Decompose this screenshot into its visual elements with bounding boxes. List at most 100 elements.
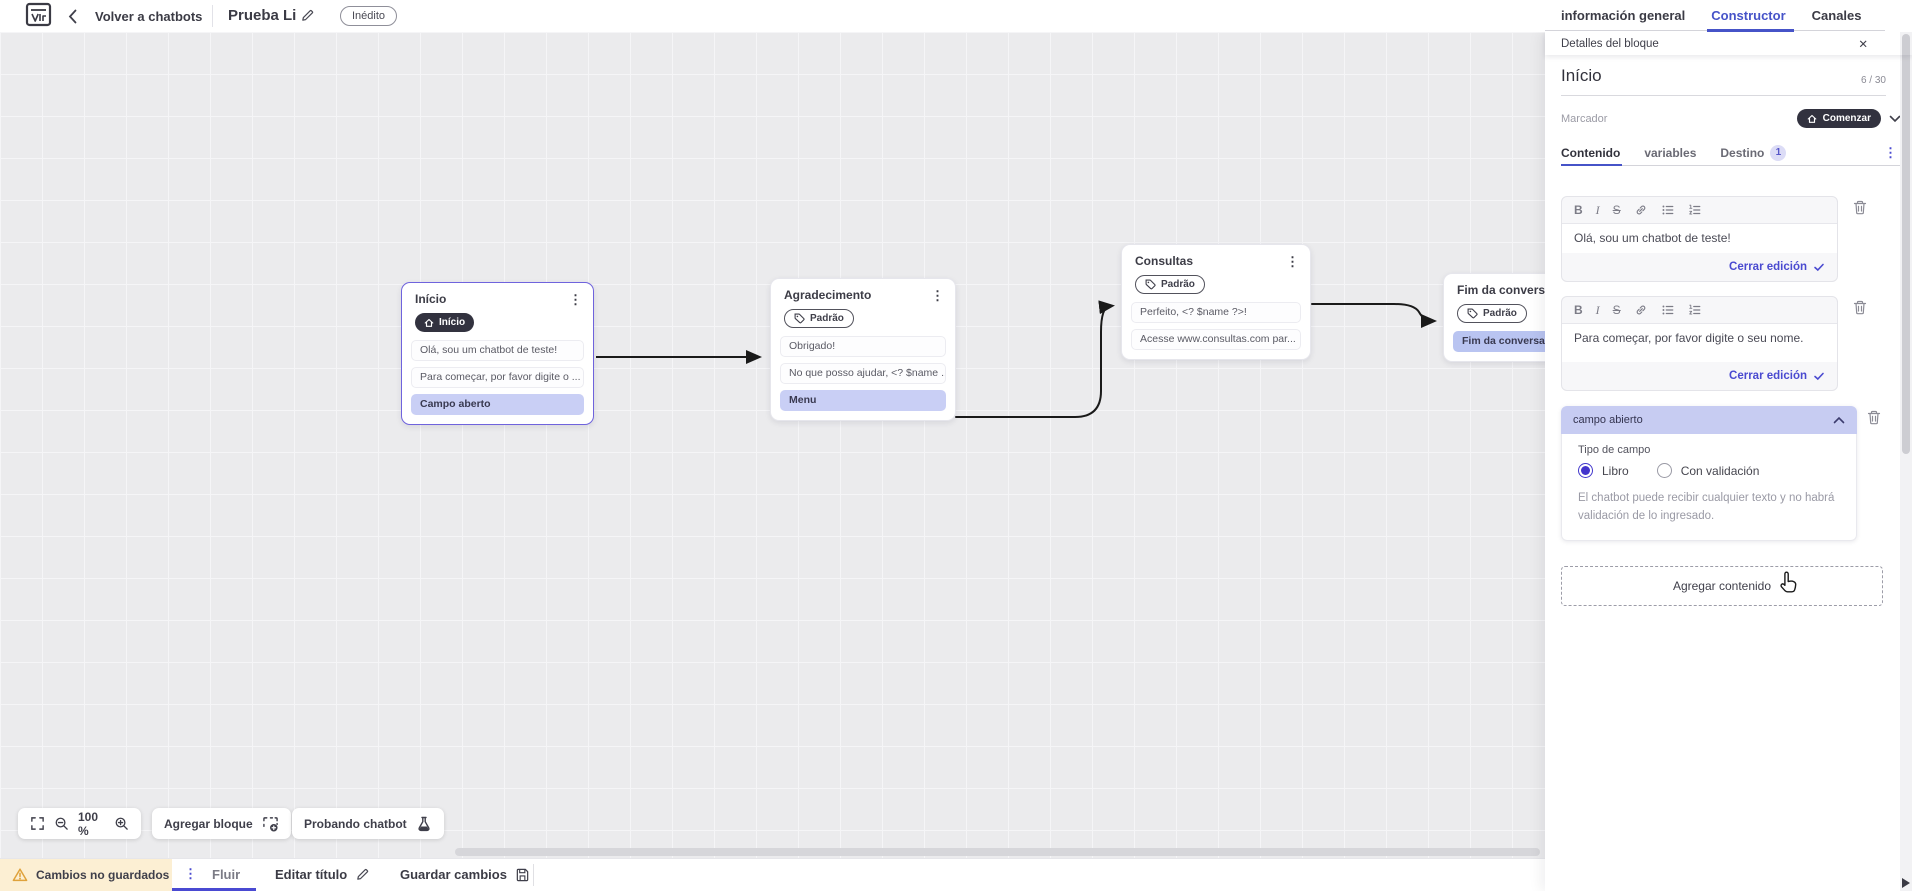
node-row-message[interactable]: Acesse www.consultas.com par...	[1131, 329, 1301, 350]
close-icon[interactable]: ✕	[1858, 38, 1868, 51]
flow-node-agradecimento[interactable]: Agradecimento ⋮ Padrão Obrigado! No que …	[770, 278, 956, 421]
tag-icon	[1145, 279, 1156, 290]
node-badge-label: Início	[439, 317, 466, 328]
app-logo	[24, 2, 53, 34]
chatbot-title: Prueba Li	[228, 7, 297, 24]
panel-scrollbar-thumb[interactable]	[1902, 34, 1910, 454]
node-row-message[interactable]: Perfeito, <? $name ?>!	[1131, 302, 1301, 323]
status-badge: Inédito	[340, 6, 398, 26]
radio-option-libre[interactable]: Libro	[1578, 463, 1629, 479]
radio-unselected[interactable]	[1656, 463, 1672, 479]
add-block-button[interactable]: Agregar bloque	[152, 808, 291, 839]
flow-node-fim-da-conversa[interactable]: Fim da conversa Padrão Fim da conversa	[1443, 273, 1621, 362]
italic-icon[interactable]: I	[1595, 303, 1600, 318]
node-menu-icon[interactable]: ⋮	[569, 291, 582, 307]
delete-content-icon[interactable]	[1852, 299, 1868, 316]
close-edit-link[interactable]: Cerrar edición	[1729, 261, 1807, 274]
tab-destino[interactable]: Destino 1	[1720, 140, 1787, 165]
delete-content-icon[interactable]	[1866, 409, 1882, 426]
tab-canales[interactable]: Canales	[1811, 7, 1862, 23]
node-badge-label: Padrão	[1161, 279, 1195, 290]
link-icon[interactable]	[1634, 203, 1648, 217]
message-editor-2[interactable]: B I S Para começar, por favor digite o s…	[1561, 296, 1838, 392]
tab-contenido[interactable]: Contenido	[1561, 140, 1623, 166]
flow-node-inicio[interactable]: Início ⋮ Início Olá, sou um chatbot de t…	[401, 282, 594, 425]
delete-content-icon[interactable]	[1852, 199, 1868, 216]
node-title: Início	[415, 292, 447, 306]
header-divider	[212, 5, 213, 27]
save-icon	[516, 868, 529, 882]
message-text-input[interactable]: Para começar, por favor digite o seu nom…	[1562, 324, 1837, 363]
radio-selected[interactable]	[1578, 463, 1593, 479]
panel-title: Detalles del bloque	[1561, 37, 1659, 50]
tab-variables[interactable]: variables	[1644, 145, 1697, 160]
numbered-list-icon[interactable]	[1688, 203, 1702, 217]
zoom-out-icon[interactable]	[54, 816, 69, 831]
message-editor-1[interactable]: B I S Olá, sou um chatbot de teste! Cerr…	[1561, 196, 1838, 283]
node-row-message[interactable]: Para começar, por favor digite o ...	[411, 367, 584, 388]
italic-icon[interactable]: I	[1595, 203, 1600, 217]
canvas-horizontal-scrollbar[interactable]	[455, 848, 1540, 856]
numbered-list-icon[interactable]	[1688, 303, 1702, 317]
strikethrough-icon[interactable]: S	[1612, 203, 1621, 217]
back-to-chatbots-link[interactable]: Volver a chatbots	[95, 9, 203, 24]
strikethrough-icon[interactable]: S	[1612, 303, 1621, 318]
flow-node-consultas[interactable]: Consultas ⋮ Padrão Perfeito, <? $name ?>…	[1121, 244, 1311, 360]
edit-title-pencil-icon[interactable]	[300, 8, 315, 28]
bullet-list-icon[interactable]	[1661, 203, 1675, 217]
node-badge-inicio: Início	[415, 313, 475, 332]
panel-menu-icon[interactable]: ⋮	[1884, 145, 1897, 160]
test-chatbot-button[interactable]: Probando chatbot	[292, 808, 444, 839]
destination-count-badge: 1	[1770, 144, 1787, 161]
flow-canvas[interactable]	[0, 32, 1545, 891]
open-field-header[interactable]: campo abierto	[1561, 406, 1857, 435]
zoom-in-icon[interactable]	[114, 816, 129, 831]
edit-title-button[interactable]: Editar título	[275, 867, 370, 882]
node-title: Agradecimento	[784, 288, 872, 302]
fullscreen-icon[interactable]	[30, 816, 45, 831]
link-icon[interactable]	[1634, 303, 1648, 317]
tab-informacion-general[interactable]: información general	[1561, 7, 1686, 23]
node-row-message[interactable]: Olá, sou um chatbot de teste!	[411, 340, 584, 361]
open-field-title: campo abierto	[1573, 414, 1643, 427]
node-row-open-field[interactable]: Campo aberto	[411, 394, 584, 415]
back-chevron-icon[interactable]	[68, 9, 77, 29]
radio-option-con-validacion[interactable]: Con validación	[1656, 463, 1759, 479]
save-changes-button[interactable]: Guardar cambios	[400, 867, 530, 882]
block-name-field[interactable]: Início 6 / 30	[1561, 66, 1886, 96]
save-changes-label: Guardar cambios	[400, 867, 507, 882]
marker-select[interactable]: Comenzar	[1796, 109, 1881, 128]
check-icon	[1814, 264, 1824, 272]
top-header: Volver a chatbots Prueba Li Inédito info…	[0, 0, 1912, 32]
scroll-corner-arrow	[1902, 878, 1910, 888]
home-icon	[1807, 114, 1816, 123]
editor-toolbar: B I S	[1562, 197, 1837, 224]
add-content-button[interactable]: Agregar contenido	[1561, 566, 1883, 607]
statusbar-divider	[533, 864, 534, 886]
chevron-up-icon[interactable]	[1833, 416, 1845, 424]
node-menu-icon[interactable]: ⋮	[931, 287, 944, 303]
block-name-value[interactable]: Início	[1561, 66, 1602, 85]
node-badge-label: Padrão	[1483, 308, 1517, 319]
bold-icon[interactable]: B	[1574, 303, 1583, 318]
node-row-message[interactable]: Obrigado!	[780, 336, 946, 357]
tab-constructor[interactable]: Constructor	[1707, 0, 1795, 32]
tab-fluir[interactable]: Fluir	[212, 867, 241, 882]
node-row-message[interactable]: No que posso ajudar, <? $name ...	[780, 363, 946, 384]
bold-icon[interactable]: B	[1574, 203, 1583, 217]
bullet-list-icon[interactable]	[1661, 303, 1675, 317]
editor-toolbar: B I S	[1562, 297, 1837, 325]
message-text-input[interactable]: Olá, sou um chatbot de teste!	[1562, 224, 1837, 254]
flow-menu-icon[interactable]: ⋮	[184, 866, 197, 881]
tag-icon	[794, 313, 805, 324]
node-badge-padrao: Padrão	[784, 309, 854, 328]
chevron-down-icon[interactable]	[1889, 115, 1901, 123]
edit-title-label: Editar título	[275, 867, 348, 882]
close-edit-link[interactable]: Cerrar edición	[1729, 370, 1807, 383]
panel-scrollbar[interactable]	[1900, 32, 1912, 891]
node-menu-icon[interactable]: ⋮	[1286, 253, 1299, 269]
field-type-label: Tipo de campo	[1578, 444, 1651, 457]
marker-label: Marcador	[1561, 112, 1608, 125]
node-row-menu[interactable]: Menu	[780, 390, 946, 411]
char-counter: 6 / 30	[1860, 75, 1886, 86]
